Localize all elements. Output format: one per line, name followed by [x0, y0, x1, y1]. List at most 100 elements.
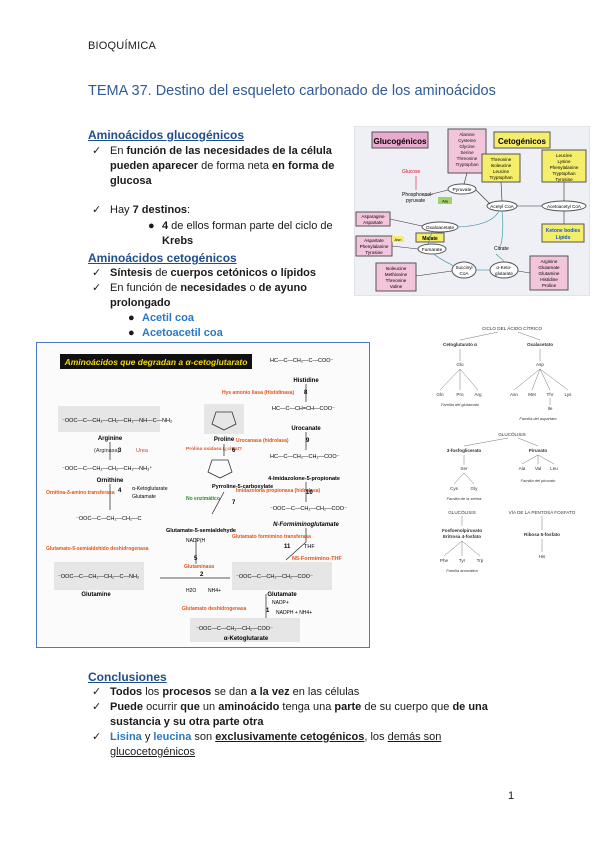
oxaloacetate-node: Oxaloacetate — [426, 225, 455, 231]
check-icon: ✓ — [92, 204, 102, 216]
asp-node: Asp — [536, 362, 544, 367]
glucogenic-heading: Aminoácidos glucogénicos — [88, 128, 245, 142]
glycolysis-title-2: GLUCÓLISIS — [448, 509, 476, 515]
glutamine-structure: ⁻OOC—C—CH₂—CH₂—C—NH₂ — [58, 574, 139, 580]
gluco-keto-diagram: Glucogénicos Cetogénicos Alanine Cystein… — [354, 126, 590, 296]
diagram-title-box — [60, 354, 252, 369]
glucose-node: Glucose — [402, 169, 421, 175]
e4p-node: Eritrosa 4-fosfato — [443, 534, 481, 539]
akg-node: Cetoglutarato α — [443, 342, 477, 347]
oaa-node: Oxalacetato — [527, 342, 553, 347]
thf-label: THF — [304, 544, 315, 550]
step-3: 3 — [118, 448, 122, 454]
trp-node: Trp — [477, 558, 484, 563]
check-icon: ✓ — [92, 701, 102, 713]
gdh-label: Glutamato deshidrogenasa — [182, 606, 247, 612]
imidazolone-structure: HC—C—CH₂—CH₂—COO⁻ — [270, 454, 340, 460]
glucogenic-label: Glucogénicos — [374, 137, 427, 146]
malate-node: Malate — [422, 236, 438, 242]
step-1: 1 — [266, 608, 270, 614]
met-node: Met — [528, 392, 536, 397]
p5c-label: Pyrroline-5-carboxylate — [212, 484, 273, 490]
histidine-label: Histidine — [293, 378, 319, 384]
aa-label: Leucine — [493, 169, 510, 174]
cys-node: Cys — [450, 486, 459, 491]
check-icon: ✓ — [92, 267, 102, 279]
glutamate-box — [232, 562, 332, 590]
gln-node: Gln — [436, 392, 444, 397]
glutamate-structure: ⁻OOC—C—CH₂—CH₂—COO⁻ — [236, 574, 313, 580]
check-icon: ✓ — [92, 686, 102, 698]
ketone-box — [541, 223, 585, 243]
page-number: 1 — [508, 790, 515, 802]
aa-label: Glutamine — [539, 271, 560, 276]
ketone-label: Ketone bodies — [546, 228, 581, 234]
diagram-arrows — [389, 172, 565, 277]
glutamate-label: Glutamate — [267, 592, 297, 598]
aa-label: Cysteine — [458, 138, 476, 143]
aa-label: Isoleucine — [386, 266, 407, 271]
tyr-node: Tyr — [459, 558, 466, 563]
conclusion-2: ✓ Puede ocurrir que un aminoácido tenga … — [92, 701, 488, 728]
glucogenic-section: Aminoácidos glucogénicos ✓ En función de… — [88, 128, 346, 249]
arom-family-label: Familia aromática — [446, 568, 478, 573]
succinyl-node: Succinyl — [455, 265, 472, 270]
nh4-label: NH4+ — [208, 588, 221, 594]
ketogenic-item-acetoacetil: ●Acetoacetil coa — [128, 327, 223, 339]
lys-node: Lys — [565, 392, 573, 397]
aa-label: Threonine — [491, 157, 512, 162]
ala-node: Ala — [519, 466, 526, 471]
asp-family-label: Familia del aspartato — [519, 416, 557, 421]
glucogenic-label-box — [371, 131, 429, 149]
conclusions-section: Conclusiones ✓ Todos los procesos se dan… — [88, 670, 488, 760]
step-2: 2 — [200, 572, 204, 578]
pro-node: Pro — [456, 392, 464, 397]
ftf-label: Glutamato formimino transferasa — [232, 534, 311, 540]
urea-label: Urea — [136, 448, 149, 454]
proline-oxidase-label: Prolina oxidasa (¿citrat? — [186, 446, 242, 452]
val-node: Val — [535, 466, 541, 471]
page-title: TEMA 37. Destino del esqueleto carbonado… — [88, 83, 496, 99]
h2o-label: H2O — [186, 588, 196, 594]
glycolysis-title: GLUCÓLISIS — [498, 431, 526, 437]
diagram-frame — [36, 342, 370, 648]
pyruvate-node: Pyruvate — [453, 187, 472, 193]
aa-label: Valine — [390, 284, 403, 289]
citrate-node: Citrate — [494, 246, 509, 252]
families-tree-lines — [439, 331, 569, 557]
no-enzymatic-label: No enzimático — [186, 496, 220, 502]
aa-label: Aspartate — [364, 238, 384, 243]
p5c-ring-icon — [207, 459, 233, 479]
ser-family-label: Familia de la serina — [447, 496, 482, 501]
gsa-label: Glutamate-5-semialdehyde — [166, 528, 236, 534]
aa-label: Phenylalanine — [550, 165, 579, 170]
thr-node: Thr — [547, 392, 554, 397]
n5-label: N5-Formimino-THF — [292, 556, 342, 562]
ketogenic-bullet-1: ✓ Síntesis de cuerpos cetónicos o lípido… — [92, 267, 317, 279]
imidazolone-enzyme-label: Imidazolona propionasa (hidrolasa) — [236, 488, 321, 494]
figlu-label: N-Formiminoglutamate — [273, 522, 339, 528]
aa-label: Arginine — [541, 259, 558, 264]
proline-label: Proline — [214, 437, 235, 443]
ketogenic-item-acetil: ●Acetil coa — [128, 312, 194, 324]
glutamine-label: Glutamine — [81, 592, 111, 598]
ala-tag-box — [438, 197, 452, 204]
aa-label: Aspartate — [363, 220, 383, 225]
asn-tag-box — [392, 236, 404, 242]
r5p-node: Ribosa 5-fosfato — [524, 532, 560, 537]
akg-final-label: α-Ketoglutarate — [224, 636, 269, 642]
aa-label: Leucine — [556, 153, 573, 158]
ketogenic-label: Cetogénicos — [498, 137, 547, 146]
aa-label: Histidine — [540, 277, 558, 282]
aa-label: Tryptophan — [489, 175, 513, 180]
aa-label: Lysine — [557, 159, 571, 164]
conclusion-1: ✓ Todos los procesos se dan a la vez en … — [92, 686, 360, 698]
arginine-structure: ⁻OOC—C—CH₂—CH₂—CH₂—NH—C—NH₂ — [62, 418, 172, 424]
check-icon: ✓ — [92, 731, 102, 743]
phe-node: Phe — [440, 558, 449, 563]
his-enzyme-label: Hys amonio liasa (Histidinasa) — [222, 390, 295, 396]
nadp-label: NADP+ — [272, 600, 289, 606]
urocanate-structure: HC—C—CH=CH—COO⁻ — [272, 406, 335, 412]
check-icon: ✓ — [92, 145, 102, 157]
gsa-structure: ⁻OOC—C—CH₂—CH₂—C — [76, 516, 142, 522]
